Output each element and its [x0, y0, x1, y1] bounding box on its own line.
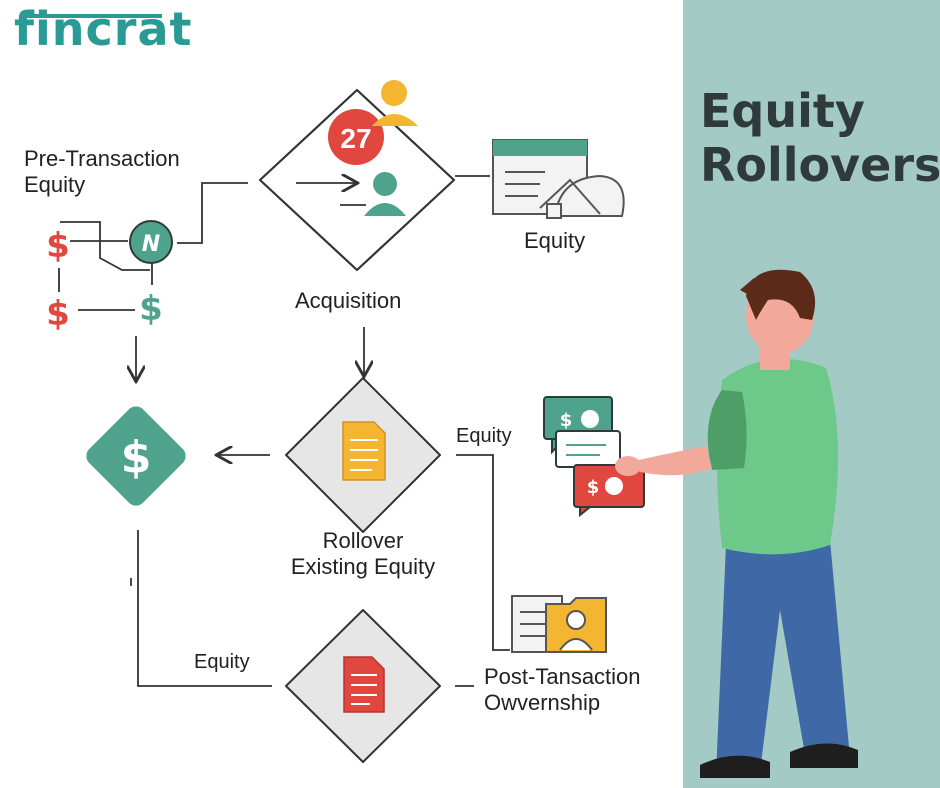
equity-doc-label: Equity — [524, 228, 586, 253]
person-icon-teal — [364, 172, 406, 216]
coin-symbol: N — [142, 232, 160, 257]
svg-text:$: $ — [587, 477, 600, 498]
dollar-red-icon-1: $ — [46, 226, 70, 266]
connector-pre-to-acquisition — [177, 182, 248, 244]
title-line-2: Rollovers — [700, 138, 940, 193]
title-line-1: Equity — [700, 84, 865, 138]
person-icon-orange — [372, 80, 418, 126]
svg-text:$: $ — [560, 410, 573, 431]
connector-hub-to-bottom — [137, 530, 272, 687]
coin-icon — [129, 220, 173, 264]
post-transaction-line-1: Post-Tansaction — [484, 664, 641, 689]
pre-transaction-icons: $ $ $ N — [46, 220, 173, 334]
dollar-red-icon-2: $ — [46, 294, 70, 334]
acquisition-node: 27 — [258, 80, 456, 272]
rollover-line-2: Existing Equity — [290, 554, 436, 580]
pre-transaction-line-2: Equity — [24, 172, 86, 198]
acquisition-label: Acquisition — [295, 288, 402, 313]
money-tickets-icon: $ $ — [543, 396, 645, 518]
connector-pre-bracket — [60, 221, 150, 271]
brand-logo: fincrat — [14, 2, 193, 56]
rollover-node — [285, 377, 441, 533]
document-red-icon — [343, 656, 385, 713]
post-transaction-node — [285, 609, 441, 763]
rollover-line-1: Rollover — [322, 528, 404, 553]
post-transaction-label: Post-Tansaction Owvernship — [484, 664, 641, 717]
pre-transaction-label: Pre-Transaction Equity — [24, 146, 180, 199]
dollar-hub-icon: $ — [121, 432, 152, 483]
badge-number: 27 — [340, 123, 371, 154]
calendar-badge-icon — [328, 109, 384, 165]
dollar-hub-node: $ — [86, 406, 186, 506]
document-orange-icon — [342, 421, 386, 481]
equity-bottom-label: Equity — [194, 651, 250, 673]
logo-bar — [22, 14, 162, 18]
connector-lines — [58, 175, 510, 687]
page-title: Equity Rollovers — [700, 84, 940, 193]
post-transaction-line-2: Owvernship — [484, 690, 601, 716]
connector-rollover-to-post — [456, 454, 510, 651]
pre-transaction-line-1: Pre-Transaction — [24, 146, 180, 171]
folder-person-icon — [511, 595, 607, 653]
rollover-label: Rollover Existing Equity — [270, 528, 456, 581]
person-illustration — [615, 269, 858, 778]
dollar-teal-icon: $ — [139, 289, 163, 329]
equity-document-icon — [492, 139, 625, 219]
equity-right-label: Equity — [456, 425, 512, 447]
